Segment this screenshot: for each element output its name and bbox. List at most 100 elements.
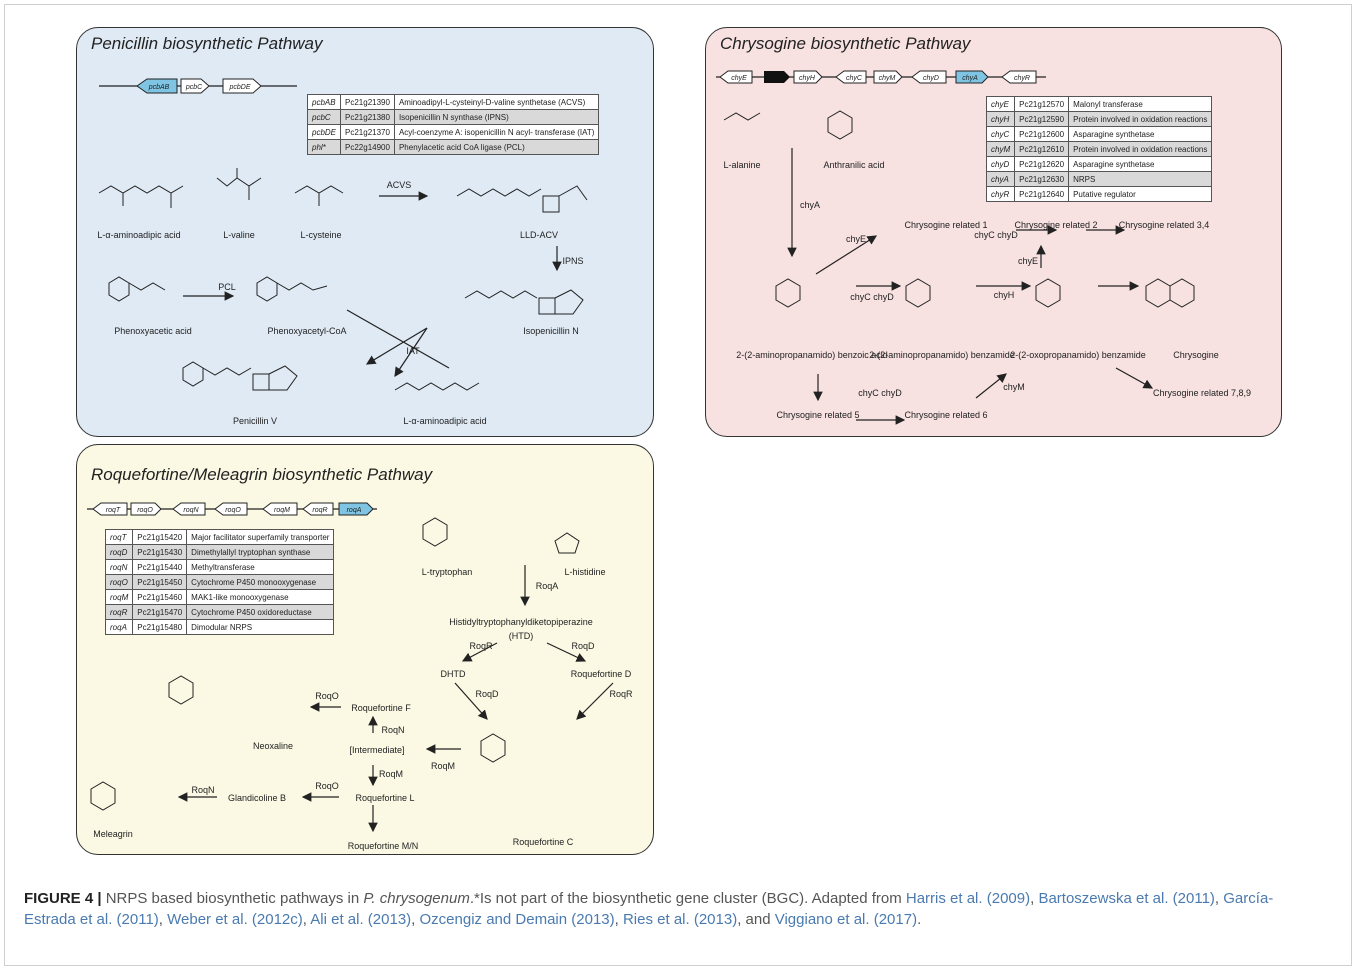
label-oxo-amide: 2-(2-oxopropanamido) benzamide [1010,350,1146,360]
label-roqD-1: RoqD [571,641,595,651]
label-rel6: Chrysogine related 6 [904,410,987,420]
label-chyE-2: chyE [1018,256,1038,266]
label-chyE: chyE [846,234,866,244]
penicillin-scheme: pcbAB pcbC pcbDE [97,78,588,426]
label-chyM: chyM [1003,382,1025,392]
caption-text-1: NRPS based biosynthetic pathways in [101,890,364,907]
label-roqO-2: RoqO [315,781,339,791]
label-acv: LLD-ACV [520,230,558,240]
gene-arrow-pcbAB: pcbAB [136,78,178,94]
label-chyH: chyH [994,290,1015,300]
structure-phenoxyacetic [108,276,166,302]
gene-arrow-chyE: chyE [719,70,753,84]
svg-text:pcbAB: pcbAB [148,84,170,91]
reference-link[interactable]: Weber et al. (2012c) [167,911,303,928]
label-ipns: IPNS [562,256,583,266]
label-roquefortine-f: Roquefortine F [351,703,411,713]
roquefortine-panel: Roquefortine/Meleagrin biosynthetic Path… [76,444,654,855]
label-alanine: L-alanine [723,160,760,170]
label-chyA: chyA [800,200,820,210]
reference-link[interactable]: Ozcengiz and Demain (2013) [419,911,615,928]
structure-anthranilic [827,110,853,140]
arrow-iat-byproduct [394,327,428,377]
gene-arrow-black [764,71,790,83]
structure-phenoxyacetyl-coa [256,276,328,302]
label-rel5: Chrysogine related 5 [776,410,859,420]
gene-arrow-chyC: chyC [835,70,867,84]
gene-arrow-chyA: chyA [955,70,989,84]
penicillin-panel: Penicillin biosynthetic Pathway pcbAB pc… [76,27,654,437]
reference-link[interactable]: Ali et al. (2013) [310,911,412,928]
label-chyCD-3: chyC chyD [858,388,902,398]
caption-text-2: .*Is not part of the biosynthetic gene c… [469,890,906,907]
label-aminoadipic-2: L-α-aminoadipic acid [403,416,486,426]
chrysogine-title: Chrysogine biosynthetic Pathway [720,34,971,53]
figure-caption: FIGURE 4 | NRPS based biosynthetic pathw… [24,890,1274,928]
label-roqM-2: RoqM [379,769,403,779]
structure-alanine [723,112,761,121]
label-acvs: ACVS [387,180,412,190]
arrow-roqD-1 [546,642,587,662]
arrow-chyM [975,373,1007,399]
chrysogine-scheme: chyE chyH chyC chyM chyD chyA chyR [716,70,1251,425]
reference-link[interactable]: Bartoszewska et al. (2011) [1038,890,1215,907]
label-histidine: L-histidine [564,567,605,577]
label-rel789: Chrysogine related 7,8,9 [1153,388,1251,398]
label-roqO-1: RoqO [315,691,339,701]
label-roqN-2: RoqN [191,785,214,795]
gene-arrow-chyH: chyH [793,70,823,84]
structure-isopenicillin [464,289,584,315]
label-penicillin-v: Penicillin V [233,416,277,426]
svg-text:pcbDE: pcbDE [228,84,250,91]
reference-link[interactable]: Viggiano et al. (2017) [774,911,918,928]
structure-histidine [554,532,580,554]
penicillin-title: Penicillin biosynthetic Pathway [91,34,323,53]
label-amino-acid: 2-(2-aminopropanamido) benzoic acid [736,350,888,360]
label-dhtd: DHTD [441,669,466,679]
gene-arrow-roqO-2: roqO [214,502,248,516]
label-meleagrin: Meleagrin [93,829,133,839]
reference-link[interactable]: García-Estrada et al. (2011) [24,890,1274,928]
structure-oxoamide [1035,278,1061,308]
arrow-iat-in [346,309,450,369]
label-roqD-2: RoqD [475,689,499,699]
arrow-roqR-1 [461,642,498,662]
chrysogine-panel: Chrysogine biosynthetic Pathway chyE chy… [705,27,1282,437]
caption-label: FIGURE 4 | [24,890,102,907]
reference-link[interactable]: Harris et al. (2009) [905,890,1031,907]
structure-aminoadipic [98,185,184,208]
gene-arrow-roqN: roqN [172,502,206,516]
caption-species: P. chrysogenum [363,890,470,907]
label-rel1: Chrysogine related 1 [904,220,987,230]
structure-meleagrin [90,781,116,811]
gene-arrow-roqO: roqO [130,502,162,516]
arrow-iat-penicillin [365,327,428,365]
structure-acv [456,185,588,213]
label-roqN-1: RoqN [381,725,404,735]
label-neoxaline: Neoxaline [253,741,293,751]
label-chyCD-1: chyC chyD [974,230,1018,240]
label-rel2: Chrysogine related 2 [1014,220,1097,230]
label-roqR-2: RoqR [609,689,633,699]
label-phenoxyacetyl-coa: Phenoxyacetyl-CoA [267,326,346,336]
label-iat: IAT [406,346,420,356]
label-roquefortine-c: Roquefortine C [513,837,574,847]
structure-cysteine [294,185,344,206]
label-valine: L-valine [223,230,255,240]
structure-chrysogine [1145,278,1171,308]
gene-arrow-roqT: roqT [92,502,128,516]
svg-text:roqA: roqA [347,507,362,514]
reference-link[interactable]: Ries et al. (2013) [622,911,738,928]
